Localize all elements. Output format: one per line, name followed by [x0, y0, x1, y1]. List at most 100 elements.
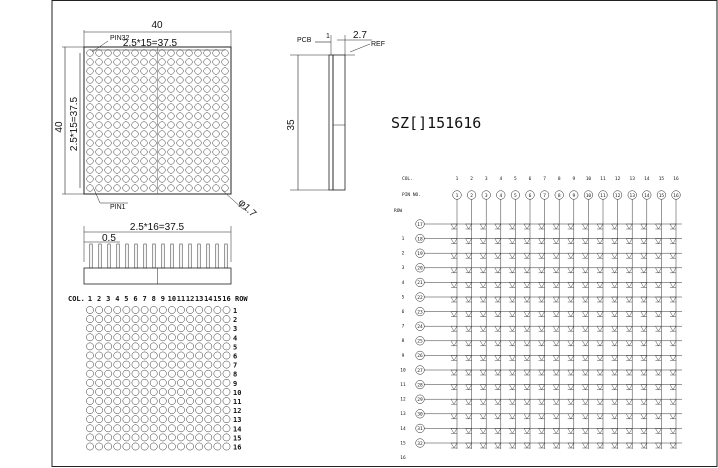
dot-grid-dot: [177, 360, 185, 369]
schematic-led: [669, 238, 677, 245]
top-view-dot: [113, 58, 121, 66]
dot-grid-dot: [168, 415, 176, 424]
top-view-dot: [185, 157, 193, 165]
schematic-led: [538, 355, 545, 361]
dot-grid-dot: [195, 351, 204, 360]
dot-grid-dot: [104, 333, 113, 342]
dot-grid-dot: [104, 424, 113, 433]
schematic-row-pin-number: 30: [417, 412, 423, 418]
schematic-row-pin-number: 22: [417, 295, 423, 301]
dot-grid-dot: [168, 333, 176, 342]
dot-grid-dot: [195, 424, 204, 433]
dot-grid-dot: [140, 315, 149, 323]
pitch-v-dimension-label: 2.5*15=37.5: [69, 96, 80, 151]
schematic-led: [611, 238, 618, 245]
dot-grid-dot: [168, 306, 176, 314]
schematic-led: [465, 442, 472, 449]
top-view-dot: [194, 85, 202, 93]
schematic-led: [567, 252, 575, 259]
dot-grid-dot: [131, 424, 140, 433]
top-view-dot: [185, 58, 193, 66]
dot-grid-dot: [168, 397, 176, 405]
schematic-led: [669, 267, 677, 274]
schematic-row-pin-number: 24: [417, 324, 423, 330]
schematic-led: [523, 369, 531, 376]
top-view-dot: [95, 148, 103, 156]
top-view-dot: [158, 121, 166, 129]
top-view-dot: [131, 58, 139, 66]
schematic-led: [465, 355, 472, 361]
schematic-col-pin-number: 11: [600, 193, 606, 199]
top-view-dot: [167, 139, 175, 147]
dot-grid-dot: [204, 378, 213, 387]
top-view-dot: [86, 85, 94, 93]
dot-grid-dot: [113, 415, 122, 424]
schematic-led: [552, 428, 560, 434]
schematic-row-pin-number: 21: [417, 280, 423, 286]
dot-grid-dot: [222, 397, 231, 405]
top-view-dot: [194, 184, 202, 192]
dot-grid-row-number: 1: [233, 307, 237, 315]
top-view-dot: [149, 94, 157, 102]
top-view-dot: [95, 121, 103, 129]
schematic-led: [509, 325, 516, 332]
dot-grid-row-number: 12: [233, 407, 241, 415]
dot-grid-dot: [140, 424, 149, 433]
top-view-dot: [221, 139, 229, 147]
dot-grid-dot: [122, 360, 131, 369]
top-view-dot: [122, 130, 130, 138]
schematic-led: [479, 252, 487, 259]
schematic-led: [582, 311, 589, 318]
schematic-led: [523, 252, 531, 259]
dot-grid-dot: [122, 333, 131, 342]
dot-grid-dot: [149, 315, 158, 323]
schematic-led: [669, 428, 677, 434]
dot-grid-dot: [186, 333, 194, 342]
schematic-col-pin-number: 2: [470, 193, 473, 199]
top-view-dot: [113, 139, 121, 147]
schematic-led: [465, 369, 472, 376]
schematic-led: [596, 325, 604, 332]
schematic-led: [509, 238, 516, 245]
schematic-led: [552, 325, 560, 332]
schematic-col-pin-number: 3: [485, 193, 488, 199]
dot-grid-dot: [113, 442, 122, 451]
top-view-dot: [194, 175, 202, 183]
dot-grid-dot: [168, 378, 176, 387]
schematic-led: [552, 282, 560, 288]
schematic-row-number: 2: [402, 251, 405, 257]
schematic-led: [509, 355, 516, 361]
top-view-dot: [149, 175, 157, 183]
schematic-led: [509, 340, 516, 347]
top-view-dot: [104, 184, 112, 192]
top-view-dot: [194, 130, 202, 138]
top-view-dot: [86, 184, 94, 192]
dot-grid-dot: [186, 315, 194, 323]
schematic-col-number: 3: [485, 176, 488, 182]
dot-grid-dot: [222, 306, 231, 314]
dot-grid-dot: [204, 388, 213, 396]
schematic-led: [509, 413, 516, 420]
schematic-led: [465, 384, 472, 391]
top-view-dot: [131, 49, 139, 57]
schematic-col-pin-number: 16: [673, 193, 679, 199]
dot-grid-dot: [140, 360, 149, 369]
top-view-dot: [113, 67, 121, 75]
top-view-dot: [95, 184, 103, 192]
schematic-col-pin-circle: [467, 190, 477, 200]
top-view-dot: [149, 166, 157, 174]
top-view-dot: [158, 103, 166, 111]
schematic-led: [538, 384, 545, 391]
top-view-dot: [104, 148, 112, 156]
schematic-led: [450, 384, 458, 391]
top-view-dot: [86, 166, 94, 174]
schematic-led: [567, 384, 575, 391]
schematic-led: [479, 413, 487, 420]
top-view-dot: [140, 166, 148, 174]
top-view-dot: [158, 49, 166, 57]
top-view-dot: [95, 76, 103, 84]
schematic-col-pin-number: 10: [586, 193, 592, 199]
top-view-dot: [104, 76, 112, 84]
dot-grid-dot: [222, 442, 231, 451]
